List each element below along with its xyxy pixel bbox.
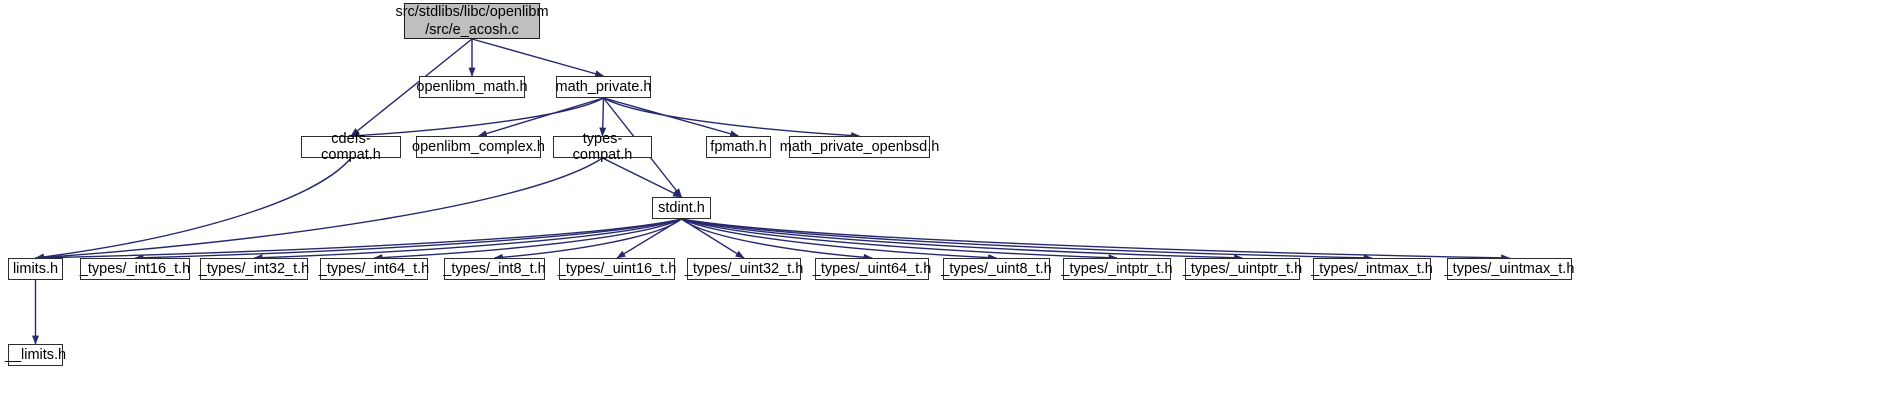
graph-node-label: _types/_uintmax_t.h — [1444, 261, 1575, 277]
graph-edge-math_private-to-math_private_openbsd — [603, 97, 861, 139]
graph-node-int64[interactable]: _types/_int64_t.h — [318, 258, 430, 280]
graph-node-openlibm_complex[interactable]: openlibm_complex.h — [412, 136, 545, 158]
graph-node-label: openlibm_complex.h — [412, 139, 545, 155]
graph-edge-stdint-to-int8 — [493, 218, 682, 261]
graph-node-openlibm_math[interactable]: openlibm_math.h — [416, 76, 528, 98]
graph-edge-stdint-to-int16 — [134, 218, 682, 262]
graph-edge-types_compat-to-limits — [34, 157, 603, 261]
graph-node-math_private[interactable]: math_private.h — [556, 76, 651, 98]
graph-node-label: _types/_int8_t.h — [443, 261, 546, 277]
edges-group — [32, 38, 1511, 345]
graph-node-math_private_openbsd[interactable]: math_private_openbsd.h — [780, 136, 939, 158]
graph-node-label: __limits.h — [4, 347, 67, 363]
graph-node-label: _types/_uint64_t.h — [812, 261, 932, 277]
graph-node-uint32[interactable]: _types/_uint32_t.h — [684, 258, 804, 280]
graph-node-cdefs_compat[interactable]: cdefs-compat.h — [301, 131, 401, 163]
graph-node-types_compat[interactable]: types-compat.h — [553, 131, 652, 163]
graph-edge-types_compat-to-stdint — [602, 157, 683, 198]
graph-node-int8[interactable]: _types/_int8_t.h — [443, 258, 546, 280]
graph-node-uint8[interactable]: _types/_uint8_t.h — [941, 258, 1052, 280]
graph-node-label: types-compat.h — [572, 131, 633, 163]
graph-node-label: stdint.h — [658, 200, 705, 216]
graph-node-label: _types/_int32_t.h — [198, 261, 310, 277]
graph-node-uintptr[interactable]: _types/_uintptr_t.h — [1182, 258, 1303, 280]
graph-node-label: _types/_intmax_t.h — [1311, 261, 1433, 277]
graph-edge-stdint-to-int32 — [253, 218, 682, 262]
graph-node-label: fpmath.h — [710, 139, 767, 155]
graph-edge-stdint-to-intptr — [681, 218, 1118, 262]
graph-node-label: math_private_openbsd.h — [779, 139, 940, 155]
graph-node-label: _types/_intptr_t.h — [1061, 261, 1173, 277]
graph-node-label: math_private.h — [555, 79, 652, 95]
graph-node-__limits[interactable]: __limits.h — [4, 344, 67, 366]
graph-edge-root-to-math_private — [471, 38, 605, 78]
graph-node-label: _types/_int64_t.h — [318, 261, 430, 277]
graph-node-uintmax[interactable]: _types/_uintmax_t.h — [1444, 258, 1575, 280]
graph-node-label: limits.h — [12, 261, 59, 277]
graph-edge-stdint-to-int64 — [373, 218, 682, 262]
graph-node-fpmath[interactable]: fpmath.h — [706, 136, 771, 158]
graph-edge-stdint-to-intmax — [681, 218, 1373, 262]
graph-edge-math_private-to-openlibm_complex — [477, 97, 604, 137]
graph-edge-stdint-to-uint16 — [616, 218, 682, 259]
graph-node-intptr[interactable]: _types/_intptr_t.h — [1061, 258, 1173, 280]
graph-node-label: _types/_uintptr_t.h — [1182, 261, 1303, 277]
graph-node-label: _types/_uint32_t.h — [684, 261, 804, 277]
graph-edge-stdint-to-uintptr — [681, 218, 1244, 262]
graph-node-int16[interactable]: _types/_int16_t.h — [80, 258, 190, 280]
graph-edge-math_private-to-types_compat — [599, 97, 607, 137]
graph-node-uint16[interactable]: _types/_uint16_t.h — [557, 258, 677, 280]
graph-edge-math_private-to-cdefs_compat — [350, 97, 604, 139]
graph-edge-stdint-to-limits — [34, 218, 682, 262]
graph-edge-stdint-to-uintmax — [681, 218, 1511, 262]
graph-edge-stdint-to-uint32 — [681, 218, 745, 259]
graph-node-intmax[interactable]: _types/_intmax_t.h — [1311, 258, 1433, 280]
graph-node-label: openlibm_math.h — [416, 79, 528, 95]
graph-edge-cdefs_compat-to-limits — [34, 157, 352, 261]
graph-node-label: _types/_uint16_t.h — [557, 261, 677, 277]
graph-edge-math_private-to-fpmath — [603, 97, 740, 138]
graph-edge-stdint-to-uint8 — [681, 218, 998, 262]
graph-node-label: _types/_uint8_t.h — [941, 261, 1052, 277]
graph-node-root[interactable]: src/stdlibs/libc/openlibm /src/e_acosh.c — [395, 3, 549, 39]
graph-node-int32[interactable]: _types/_int32_t.h — [198, 258, 310, 280]
graph-node-label: _types/_int16_t.h — [79, 261, 191, 277]
graph-node-uint64[interactable]: _types/_uint64_t.h — [812, 258, 932, 280]
graph-node-limits[interactable]: limits.h — [8, 258, 63, 280]
graph-node-label: cdefs-compat.h — [321, 131, 381, 163]
graph-node-label: src/stdlibs/libc/openlibm /src/e_acosh.c — [395, 4, 549, 38]
graph-node-stdint[interactable]: stdint.h — [652, 197, 711, 219]
graph-edge-stdint-to-uint64 — [681, 218, 873, 261]
